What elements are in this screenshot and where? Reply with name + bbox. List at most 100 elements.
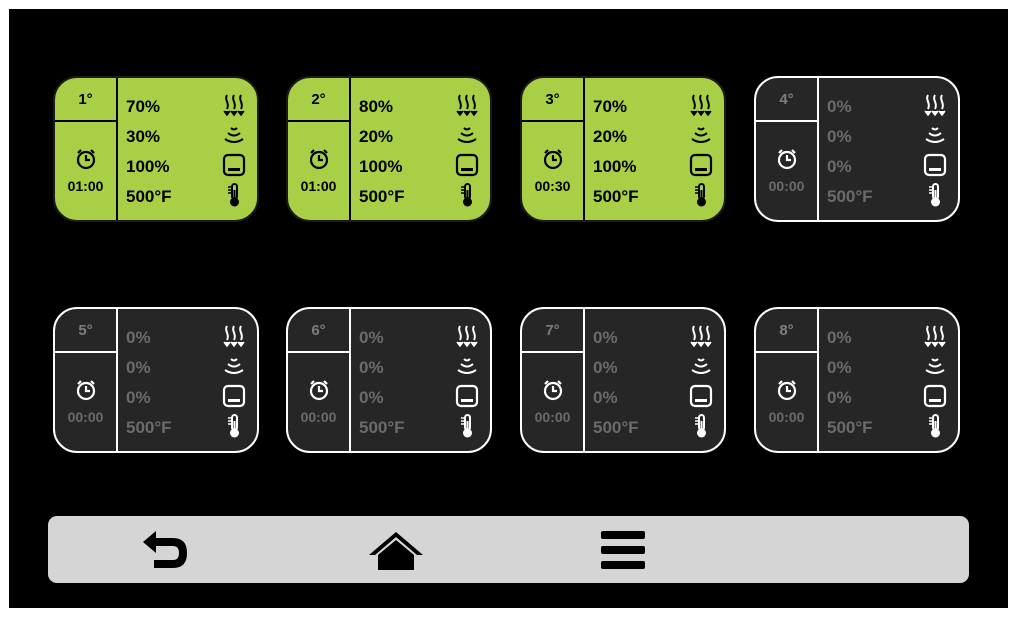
program-card-7[interactable]: 7° 00:00 0% 0% 0% 500°F xyxy=(520,307,726,453)
bottom-heat-icon xyxy=(920,351,950,381)
bottom-heat-value: 0% xyxy=(593,358,618,377)
alarm-clock-icon xyxy=(522,379,583,401)
alarm-clock-icon xyxy=(522,148,583,170)
program-card-1[interactable]: 1° 01:00 70% 30% 100% 500°F xyxy=(53,76,259,222)
thermometer-icon xyxy=(686,411,716,441)
temperature-value: 500°F xyxy=(827,187,873,206)
steam-tray-icon xyxy=(686,150,716,180)
alarm-clock-icon xyxy=(55,379,116,401)
step-time: 01:00 xyxy=(67,178,104,194)
steam-tray-icon xyxy=(219,150,249,180)
steam-value: 0% xyxy=(126,388,151,407)
top-heat-value: 0% xyxy=(827,97,852,116)
alarm-clock-icon xyxy=(756,379,817,401)
top-heat-value: 0% xyxy=(126,328,151,347)
bottom-heat-icon xyxy=(219,120,249,150)
card-left-panel: 5° 00:00 xyxy=(55,309,118,451)
program-card-5[interactable]: 5° 00:00 0% 0% 0% 500°F xyxy=(53,307,259,453)
top-heat-icon xyxy=(219,321,249,351)
bottom-heat-value: 0% xyxy=(827,127,852,146)
card-icons xyxy=(686,90,716,210)
thermometer-icon xyxy=(452,180,482,210)
alarm-clock-icon xyxy=(756,148,817,170)
steam-value: 0% xyxy=(827,388,852,407)
bottom-heat-value: 30% xyxy=(126,127,161,146)
card-values: 70% 20% 100% 500°F xyxy=(593,92,639,212)
steam-tray-icon xyxy=(920,150,950,180)
oven-screen: 1° 01:00 70% 30% 100% 500°F 2° 01:00 xyxy=(9,9,1008,608)
step-time: 00:30 xyxy=(534,178,571,194)
program-card-2[interactable]: 2° 01:00 80% 20% 100% 500°F xyxy=(286,76,492,222)
bottom-nav-bar xyxy=(48,516,969,583)
program-card-6[interactable]: 6° 00:00 0% 0% 0% 500°F xyxy=(286,307,492,453)
back-button[interactable] xyxy=(121,516,211,583)
steam-value: 100% xyxy=(126,157,170,176)
card-values: 70% 30% 100% 500°F xyxy=(126,92,172,212)
steam-tray-icon xyxy=(452,381,482,411)
steam-tray-icon xyxy=(219,381,249,411)
program-card-8[interactable]: 8° 00:00 0% 0% 0% 500°F xyxy=(754,307,960,453)
card-values: 80% 20% 100% 500°F xyxy=(359,92,405,212)
top-heat-value: 0% xyxy=(827,328,852,347)
card-values: 0% 0% 0% 500°F xyxy=(827,323,873,443)
bottom-heat-value: 20% xyxy=(593,127,628,146)
program-card-3[interactable]: 3° 00:30 70% 20% 100% 500°F xyxy=(520,76,726,222)
card-left-panel: 4° 00:00 xyxy=(756,78,819,220)
bottom-heat-icon xyxy=(219,351,249,381)
step-time: 00:00 xyxy=(768,409,805,425)
program-card-4[interactable]: 4° 00:00 0% 0% 0% 500°F xyxy=(754,76,960,222)
bottom-heat-value: 0% xyxy=(827,358,852,377)
top-heat-icon xyxy=(452,90,482,120)
card-values: 0% 0% 0% 500°F xyxy=(359,323,405,443)
temperature-value: 500°F xyxy=(126,418,172,437)
alarm-clock-icon xyxy=(55,148,116,170)
card-left-panel: 3° 00:30 xyxy=(522,78,585,220)
card-icons xyxy=(920,321,950,441)
top-heat-icon xyxy=(920,321,950,351)
card-values: 0% 0% 0% 500°F xyxy=(593,323,639,443)
top-heat-icon xyxy=(920,90,950,120)
step-number: 2° xyxy=(288,78,349,122)
card-values: 0% 0% 0% 500°F xyxy=(827,92,873,212)
thermometer-icon xyxy=(219,411,249,441)
step-time: 00:00 xyxy=(67,409,104,425)
home-button[interactable] xyxy=(351,516,441,583)
steam-value: 100% xyxy=(593,157,637,176)
steam-value: 0% xyxy=(827,157,852,176)
bottom-heat-value: 20% xyxy=(359,127,394,146)
step-time: 00:00 xyxy=(300,409,337,425)
temperature-value: 500°F xyxy=(593,187,639,206)
step-time: 00:00 xyxy=(534,409,571,425)
card-icons xyxy=(920,90,950,210)
bottom-heat-value: 0% xyxy=(126,358,151,377)
top-heat-value: 80% xyxy=(359,97,394,116)
menu-button[interactable] xyxy=(578,516,668,583)
back-icon xyxy=(143,530,187,568)
card-left-panel: 1° 01:00 xyxy=(55,78,118,220)
alarm-clock-icon xyxy=(288,148,349,170)
top-heat-value: 0% xyxy=(359,328,384,347)
steam-tray-icon xyxy=(686,381,716,411)
thermometer-icon xyxy=(219,180,249,210)
steam-value: 100% xyxy=(359,157,403,176)
top-heat-value: 70% xyxy=(593,97,628,116)
thermometer-icon xyxy=(686,180,716,210)
thermometer-icon xyxy=(452,411,482,441)
bottom-heat-icon xyxy=(452,120,482,150)
thermometer-icon xyxy=(920,180,950,210)
card-left-panel: 7° 00:00 xyxy=(522,309,585,451)
card-icons xyxy=(219,90,249,210)
bottom-heat-value: 0% xyxy=(359,358,384,377)
step-number: 7° xyxy=(522,309,583,353)
menu-icon xyxy=(601,530,645,569)
steam-tray-icon xyxy=(920,381,950,411)
card-left-panel: 8° 00:00 xyxy=(756,309,819,451)
step-number: 1° xyxy=(55,78,116,122)
top-heat-icon xyxy=(452,321,482,351)
temperature-value: 500°F xyxy=(126,187,172,206)
step-time: 01:00 xyxy=(300,178,337,194)
card-values: 0% 0% 0% 500°F xyxy=(126,323,172,443)
top-heat-icon xyxy=(219,90,249,120)
step-number: 3° xyxy=(522,78,583,122)
card-left-panel: 6° 00:00 xyxy=(288,309,351,451)
